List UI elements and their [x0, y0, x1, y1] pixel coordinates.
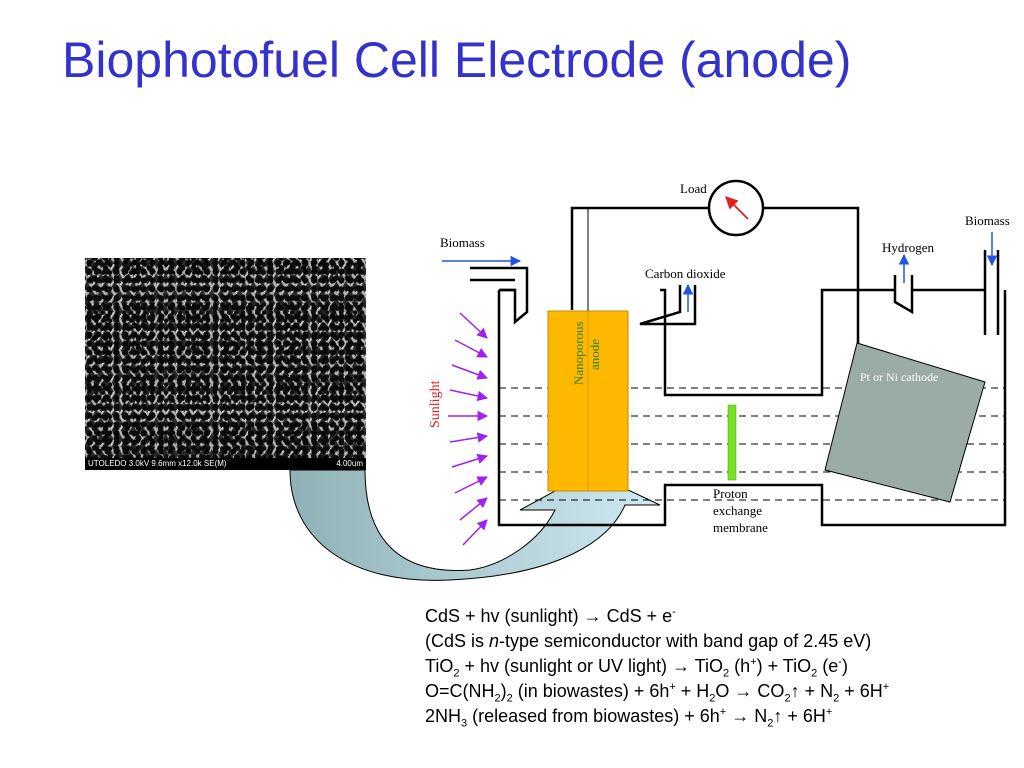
slide-title: Biophotofuel Cell Electrode (anode)	[62, 32, 852, 88]
sunlight-label: Sunlight	[428, 380, 443, 428]
equation-line-5: 2NH3 (released from biowastes) + 6h+ → N…	[425, 706, 833, 730]
sunlight-arrow-7	[451, 453, 489, 468]
load-needle-icon	[725, 196, 749, 220]
equation-line-1: CdS + hv (sunlight) → CdS + e-	[425, 606, 676, 626]
hydrogen-label: Hydrogen	[882, 240, 934, 255]
cathode-label: Pt or Ni cathode	[860, 370, 938, 384]
sunlight-arrow-1	[459, 312, 488, 339]
anode-compartment	[497, 290, 1007, 527]
equation-line-4: O=C(NH2)2 (in biowastes) + 6h+ + H2O → C…	[425, 681, 890, 705]
sem-caption-left: UTOLEDO 3.0kV 9.6mm x12.0k SE(M)	[88, 459, 227, 468]
big-curved-arrow	[289, 469, 661, 581]
external-circuit-wire	[570, 206, 860, 378]
sunlight-arrow-10	[462, 519, 488, 546]
equation-line-3: TiO2 + hv (sunlight or UV light) → TiO2 …	[425, 656, 848, 680]
sem-micrograph-image: UTOLEDO 3.0kV 9.6mm x12.0k SE(M) 4.00um	[85, 258, 366, 470]
equation-line-2: (CdS is n-type semiconductor with band g…	[425, 631, 872, 651]
biomass-inlet-pipe-left	[470, 266, 529, 325]
sem-caption-bar: UTOLEDO 3.0kV 9.6mm x12.0k SE(M) 4.00um	[85, 458, 366, 470]
sunlight-arrow-8	[454, 476, 488, 494]
anode-label-line1: Nanoporous	[571, 321, 586, 385]
load-label: Load	[680, 181, 707, 196]
biomass-label-right: Biomass	[965, 213, 1010, 228]
co2-outlet-pipe	[639, 285, 697, 326]
membrane-label-line2: exchange	[713, 503, 762, 518]
hydrogen-outlet-pipe	[893, 275, 914, 315]
sunlight-arrow-3	[451, 364, 488, 380]
sunlight-arrow-4	[449, 389, 489, 402]
sem-caption-scale: 4.00um	[336, 459, 363, 468]
sunlight-arrow-9	[459, 497, 488, 521]
anode-label-line2: anode	[587, 339, 602, 370]
reaction-equations: CdS + hv (sunlight) → CdS + e- (CdS is n-…	[425, 604, 1020, 729]
cathode-plate	[824, 342, 986, 503]
biomass-label-left: Biomass	[440, 235, 485, 250]
sunlight-arrow-2	[454, 339, 488, 358]
proton-exchange-membrane	[727, 404, 737, 481]
membrane-label-line3: membrane	[713, 520, 768, 535]
sunlight-arrow-6	[449, 432, 489, 443]
carbon-dioxide-label: Carbon dioxide	[645, 266, 726, 281]
sunlight-arrows	[448, 312, 489, 546]
biomass-inlet-pipe-right	[983, 250, 1000, 335]
anode-tank-top-right	[660, 288, 895, 397]
membrane-label-line1: Proton	[713, 486, 748, 501]
